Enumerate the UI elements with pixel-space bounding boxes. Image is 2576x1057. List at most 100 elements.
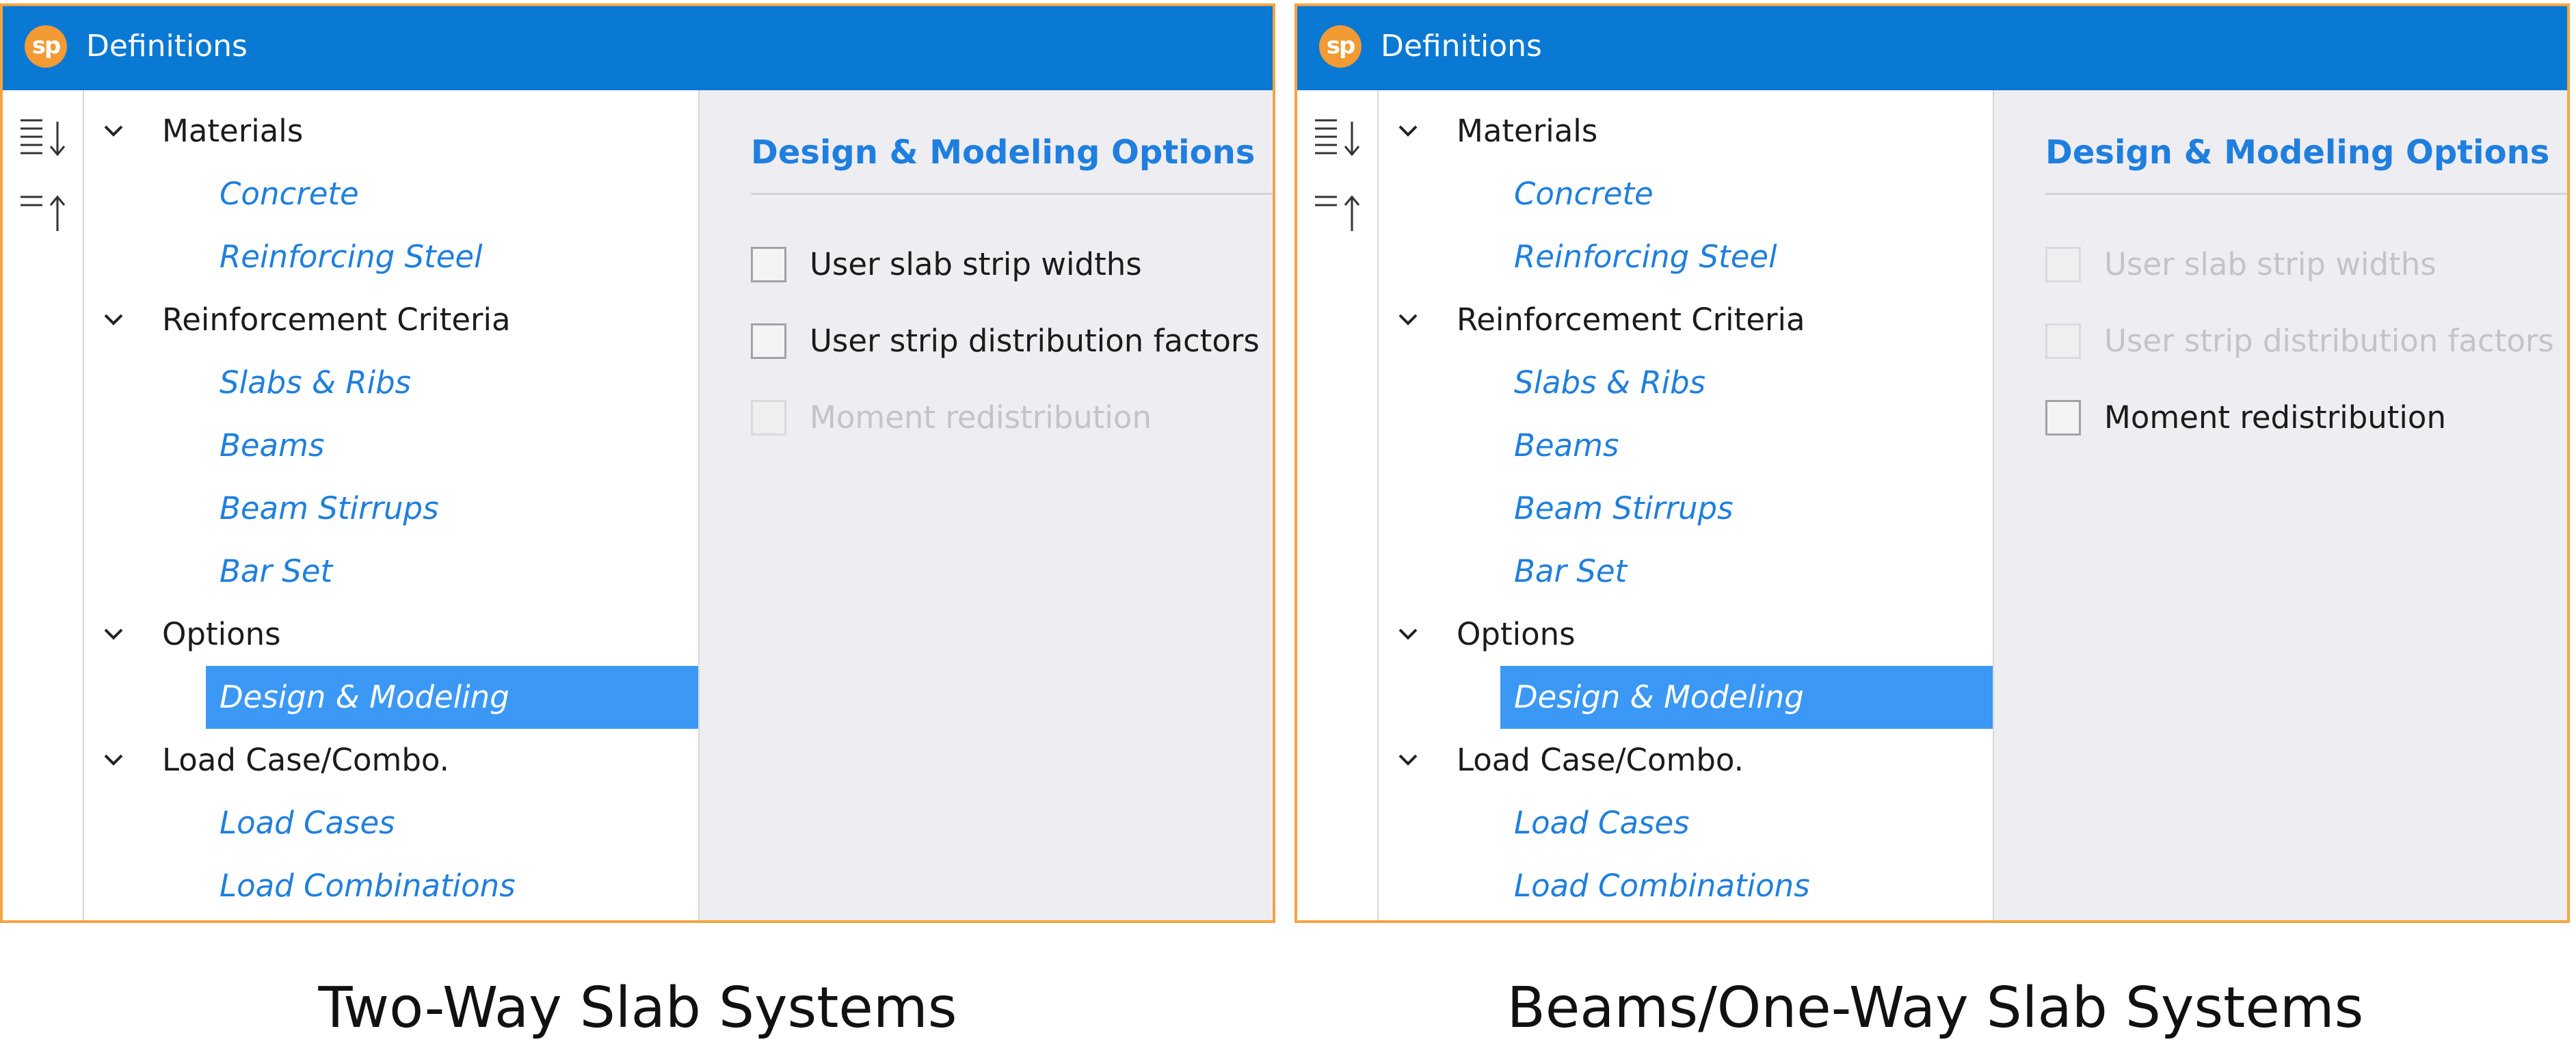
tree-category-label: Options bbox=[1457, 616, 1576, 652]
definitions-window-beams-one-way: sp Definitions bbox=[1294, 3, 2570, 923]
expand-all-icon[interactable] bbox=[15, 111, 77, 165]
tree-category-load-case-combo[interactable]: Load Case/Combo. bbox=[1379, 729, 1993, 792]
tree-item-slabs-ribs[interactable]: Slabs & Ribs bbox=[84, 351, 698, 414]
app-logo: sp bbox=[25, 25, 67, 68]
caption-beams-one-way-slab-systems: Beams/One-Way Slab Systems bbox=[1506, 976, 2364, 1041]
tree-category-label: Reinforcement Criteria bbox=[162, 302, 511, 338]
checkbox[interactable] bbox=[751, 247, 786, 282]
selection-highlight bbox=[206, 666, 698, 729]
tree-item-label[interactable]: Load Cases bbox=[1514, 805, 1690, 841]
option-label: User slab strip widths bbox=[810, 246, 1142, 282]
definitions-window-two-way: sp Definitions bbox=[0, 3, 1275, 923]
chevron-down-icon[interactable] bbox=[101, 748, 126, 773]
option-user-strip-distribution-factors[interactable]: User strip distribution factors bbox=[751, 312, 1273, 360]
tree-item-label[interactable]: Load Combinations bbox=[1514, 868, 1810, 904]
tree-item-label[interactable]: Slabs & Ribs bbox=[220, 364, 412, 401]
tree-category-label: Load Case/Combo. bbox=[1457, 742, 1744, 778]
tree-item-label[interactable]: Reinforcing Steel bbox=[220, 239, 483, 275]
tree-item-beams[interactable]: Beams bbox=[1379, 414, 1993, 477]
tree-item-design-modeling[interactable]: Design & Modeling bbox=[1379, 666, 1993, 729]
window-title: Definitions bbox=[1381, 29, 1542, 64]
chevron-down-icon[interactable] bbox=[1396, 119, 1420, 144]
chevron-down-icon[interactable] bbox=[101, 308, 126, 332]
checkbox[interactable] bbox=[2045, 400, 2081, 436]
tree-item-beam-stirrups[interactable]: Beam Stirrups bbox=[84, 477, 698, 540]
option-label: User strip distribution factors bbox=[810, 323, 1260, 359]
tree-category-label: Materials bbox=[1457, 113, 1598, 149]
tree-category-label: Materials bbox=[162, 113, 304, 149]
tree-item-label[interactable]: Beams bbox=[1514, 427, 1619, 464]
tree-item-label[interactable]: Beam Stirrups bbox=[1514, 490, 1734, 526]
tree-item-label[interactable]: Load Cases bbox=[220, 805, 395, 841]
tree-item-bar-set[interactable]: Bar Set bbox=[84, 540, 698, 603]
collapse-all-icon[interactable] bbox=[1310, 186, 1371, 241]
option-moment-redistribution: Moment redistribution bbox=[751, 388, 1273, 436]
tree-toolstrip bbox=[1297, 90, 1379, 920]
tree-item-label[interactable]: Bar Set bbox=[220, 553, 333, 589]
tree-category-label: Reinforcement Criteria bbox=[1457, 302, 1805, 338]
chevron-down-icon[interactable] bbox=[1396, 622, 1420, 647]
checkbox bbox=[751, 400, 786, 436]
tree-category-reinforcement-criteria[interactable]: Reinforcement Criteria bbox=[84, 289, 698, 351]
tree-item-label[interactable]: Design & Modeling bbox=[1514, 679, 1804, 715]
tree-item-label[interactable]: Load Combinations bbox=[220, 868, 516, 904]
option-user-strip-distribution-factors: User strip distribution factors bbox=[2045, 312, 2567, 360]
collapse-all-icon[interactable] bbox=[15, 186, 77, 241]
option-user-slab-strip-widths[interactable]: User slab strip widths bbox=[751, 235, 1273, 283]
tree-item-beam-stirrups[interactable]: Beam Stirrups bbox=[1379, 477, 1993, 540]
title-divider bbox=[2045, 193, 2567, 195]
tree-item-load-cases[interactable]: Load Cases bbox=[84, 792, 698, 855]
tree-item-label[interactable]: Beams bbox=[220, 427, 325, 464]
tree-item-bar-set[interactable]: Bar Set bbox=[1379, 540, 1993, 603]
tree-item-beams[interactable]: Beams bbox=[84, 414, 698, 477]
options-content-pane: Design & Modeling Options User slab stri… bbox=[700, 90, 1273, 920]
option-label: Moment redistribution bbox=[2104, 399, 2446, 436]
expand-all-icon[interactable] bbox=[1310, 111, 1371, 165]
definitions-tree: Materials Concrete Reinforcing Steel Rei… bbox=[1379, 90, 1994, 920]
title-bar: sp Definitions bbox=[3, 6, 1273, 90]
option-moment-redistribution[interactable]: Moment redistribution bbox=[2045, 388, 2567, 436]
tree-item-label[interactable]: Slabs & Ribs bbox=[1514, 364, 1706, 401]
option-label: User strip distribution factors bbox=[2104, 323, 2554, 359]
tree-item-label[interactable]: Beam Stirrups bbox=[220, 490, 439, 526]
tree-category-label: Load Case/Combo. bbox=[162, 742, 449, 778]
tree-category-reinforcement-criteria[interactable]: Reinforcement Criteria bbox=[1379, 289, 1993, 351]
tree-item-label[interactable]: Design & Modeling bbox=[220, 679, 509, 715]
app-logo: sp bbox=[1319, 25, 1362, 68]
tree-item-label[interactable]: Concrete bbox=[220, 176, 359, 212]
tree-toolstrip bbox=[3, 90, 84, 920]
content-title: Design & Modeling Options bbox=[751, 133, 1256, 172]
tree-category-materials[interactable]: Materials bbox=[1379, 100, 1993, 163]
tree-item-load-cases[interactable]: Load Cases bbox=[1379, 792, 1993, 855]
content-title: Design & Modeling Options bbox=[2045, 133, 2550, 172]
tree-item-concrete[interactable]: Concrete bbox=[1379, 163, 1993, 226]
caption-two-way-slab-systems: Two-Way Slab Systems bbox=[318, 976, 957, 1041]
chevron-down-icon[interactable] bbox=[1396, 308, 1420, 332]
tree-category-load-case-combo[interactable]: Load Case/Combo. bbox=[84, 729, 698, 792]
option-user-slab-strip-widths: User slab strip widths bbox=[2045, 235, 2567, 283]
tree-item-design-modeling[interactable]: Design & Modeling bbox=[84, 666, 698, 729]
tree-category-options[interactable]: Options bbox=[84, 603, 698, 666]
tree-item-slabs-ribs[interactable]: Slabs & Ribs bbox=[1379, 351, 1993, 414]
title-divider bbox=[751, 193, 1273, 195]
window-title: Definitions bbox=[86, 29, 248, 64]
tree-category-label: Options bbox=[162, 616, 281, 652]
tree-item-load-combinations[interactable]: Load Combinations bbox=[1379, 855, 1993, 918]
checkbox bbox=[2045, 323, 2081, 359]
chevron-down-icon[interactable] bbox=[101, 622, 126, 647]
chevron-down-icon[interactable] bbox=[1396, 748, 1420, 773]
tree-category-options[interactable]: Options bbox=[1379, 603, 1993, 666]
definitions-tree: Materials Concrete Reinforcing Steel Rei… bbox=[84, 90, 700, 920]
tree-item-label[interactable]: Reinforcing Steel bbox=[1514, 239, 1777, 275]
options-content-pane: Design & Modeling Options User slab stri… bbox=[1994, 90, 2567, 920]
chevron-down-icon[interactable] bbox=[101, 119, 126, 144]
tree-item-concrete[interactable]: Concrete bbox=[84, 163, 698, 226]
tree-item-reinforcing-steel[interactable]: Reinforcing Steel bbox=[84, 226, 698, 289]
tree-item-load-combinations[interactable]: Load Combinations bbox=[84, 855, 698, 918]
checkbox[interactable] bbox=[751, 323, 786, 359]
tree-item-reinforcing-steel[interactable]: Reinforcing Steel bbox=[1379, 226, 1993, 289]
tree-item-label[interactable]: Bar Set bbox=[1514, 553, 1628, 589]
tree-category-materials[interactable]: Materials bbox=[84, 100, 698, 163]
tree-item-label[interactable]: Concrete bbox=[1514, 176, 1654, 212]
title-bar: sp Definitions bbox=[1297, 6, 2567, 90]
